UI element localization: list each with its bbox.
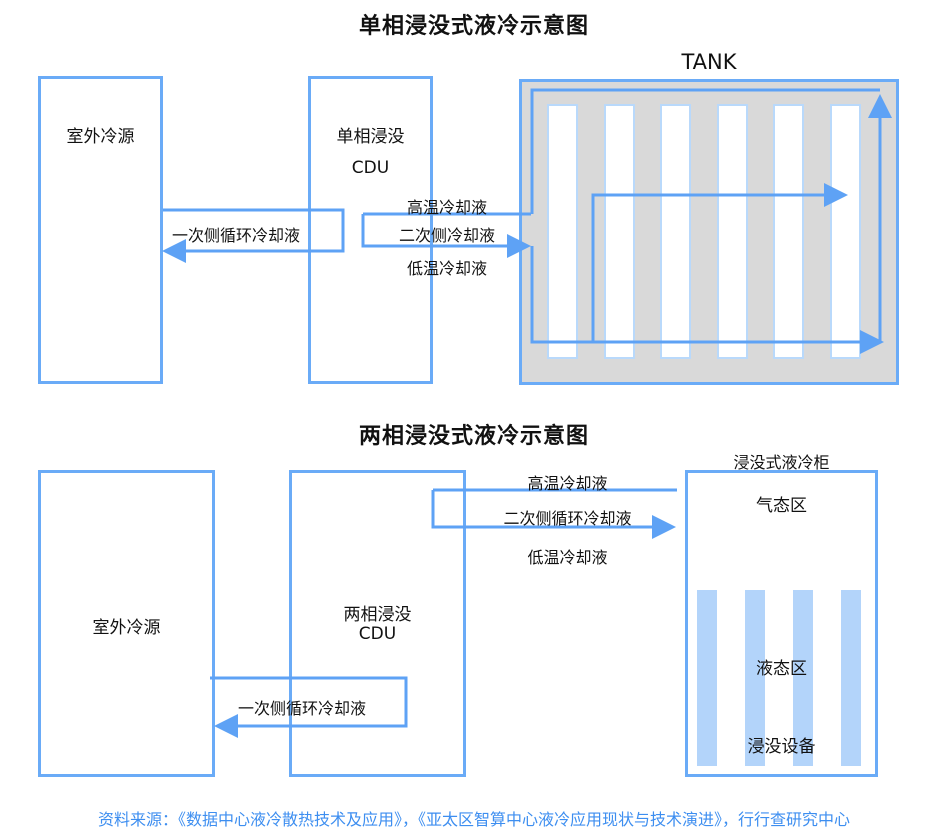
cabinet-label: 浸没式液冷柜 [733,453,830,472]
immersed-device-bar [841,590,861,766]
hot-coolant-label-2: 高温冷却液 [527,474,608,493]
tank-server-slot [547,104,578,359]
tank-server-slot [660,104,692,359]
cold-coolant-label-1: 低温冷却液 [406,259,487,278]
cold-coolant-label-2: 低温冷却液 [527,548,608,567]
diagram1-title: 单相浸没式液冷示意图 [358,14,589,39]
cdu-label-line1-1: 单相浸没 [336,127,405,147]
tank-server-slot [716,104,748,359]
cdu-label-line1-2: 两相浸没 [343,605,412,625]
secondary-loop-label-2: 二次侧循环冷却液 [503,509,632,528]
cabinet-box [685,470,878,777]
tank-server-slot [603,104,635,359]
equipment-label: 浸没设备 [747,737,816,757]
outdoor-cooling-source-label-2: 室外冷源 [92,618,161,638]
cdu-label-line2-2: CDU [358,624,397,644]
cdu-box-2 [289,470,466,777]
immersed-device-bar [697,590,717,766]
liquid-zone-label: 液态区 [756,659,807,679]
immersed-device-bar [793,590,813,766]
immersed-device-bar [745,590,765,766]
cdu-label-line2-1: CDU [351,158,390,178]
outdoor-cooling-source-box-1 [38,76,163,384]
gas-zone-label: 气态区 [756,496,807,516]
tank-server-slot [773,104,805,359]
outdoor-cooling-source-box-2 [38,470,215,777]
tank-server-slot [830,104,861,359]
secondary-loop-label-1: 二次侧冷却液 [398,226,495,245]
primary-loop-label-2: 一次侧循环冷却液 [237,699,366,718]
diagram2-title: 两相浸没式液冷示意图 [358,424,589,449]
primary-loop-label-1: 一次侧循环冷却液 [171,226,300,245]
tank-label: TANK [681,50,737,74]
hot-coolant-label-1: 高温冷却液 [406,198,487,217]
outdoor-cooling-source-label-1: 室外冷源 [66,127,135,147]
source-citation: 资料来源：《数据中心液冷散热技术及应用》，《亚太区智算中心液冷应用现状与技术演进… [97,810,850,829]
